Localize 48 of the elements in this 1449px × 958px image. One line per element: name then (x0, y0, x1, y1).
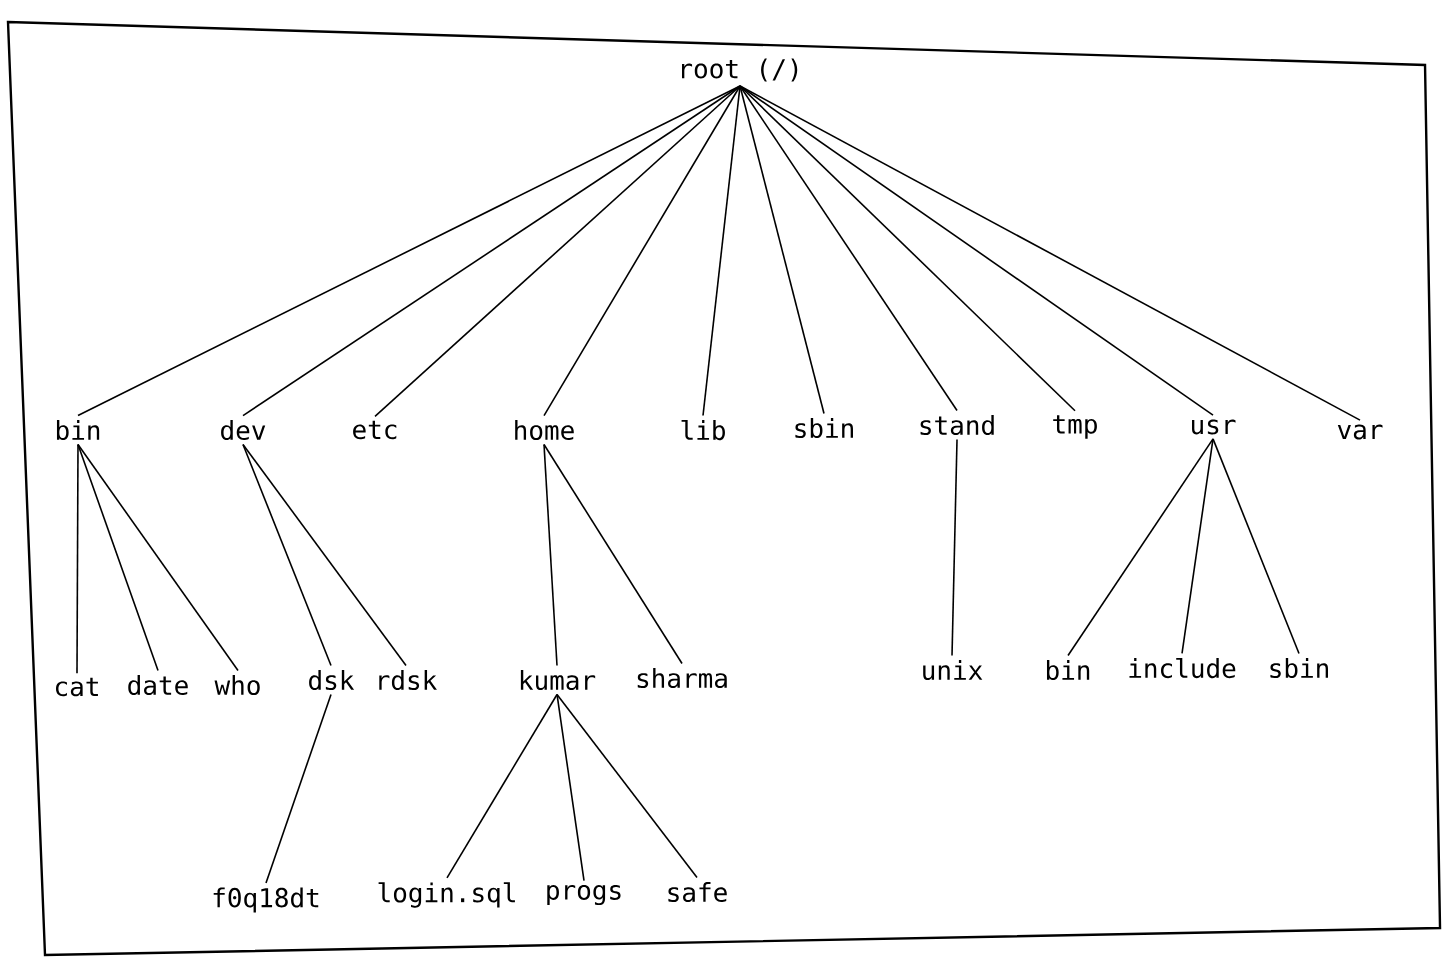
directory-label: lib (681, 419, 725, 441)
directory-label: var (1337, 424, 1383, 440)
directory-label: sharma (637, 667, 727, 689)
directory-label: dsk (309, 669, 355, 691)
tree-line (739, 85, 1361, 421)
directory-label: progs (547, 884, 621, 906)
directory-label: etc (353, 420, 397, 440)
tree-line (739, 85, 1076, 412)
tree-line (1181, 438, 1214, 655)
directory-label: login.sql (378, 882, 515, 908)
directory-label: stand (920, 414, 994, 436)
tree-line (374, 85, 741, 418)
directory-label: who (214, 674, 260, 696)
directory-label: rdsk (379, 669, 437, 691)
tree-line (77, 443, 239, 672)
directory-label: bin (56, 419, 100, 441)
directory-label: dev (221, 419, 266, 441)
tree-line (739, 85, 1214, 416)
tree-line (702, 85, 741, 417)
tree-line (1067, 438, 1214, 657)
tree-line (77, 85, 741, 417)
tree-line (739, 85, 825, 415)
tree-line (556, 693, 698, 879)
directory-label: unix (923, 659, 983, 681)
tree-line (543, 85, 741, 417)
tree-line (543, 443, 683, 665)
directory-label: include (1129, 657, 1236, 679)
directory-label: sbin (1270, 657, 1328, 679)
tree-line (242, 443, 332, 667)
tree-line (76, 443, 79, 675)
tree-line (265, 693, 332, 884)
directory-label: date (128, 674, 188, 696)
directory-label: f0q18dt (213, 887, 319, 913)
tree-line (242, 443, 407, 667)
directory-label: bin (1047, 659, 1090, 681)
tree-line (446, 693, 558, 879)
directory-label: kumar (520, 669, 596, 691)
directory-label: root (/) (682, 58, 798, 82)
directory-label: sbin (795, 417, 853, 439)
directory-label: safe (668, 881, 727, 903)
tree-line (1212, 438, 1300, 655)
directory-label: home (515, 419, 574, 441)
tree-line (556, 693, 585, 882)
directory-label: cat (56, 677, 98, 697)
tree-line (951, 438, 958, 657)
tree-line (543, 443, 558, 667)
directory-label: usr (1192, 419, 1236, 435)
directory-label: tmp (1053, 415, 1097, 439)
